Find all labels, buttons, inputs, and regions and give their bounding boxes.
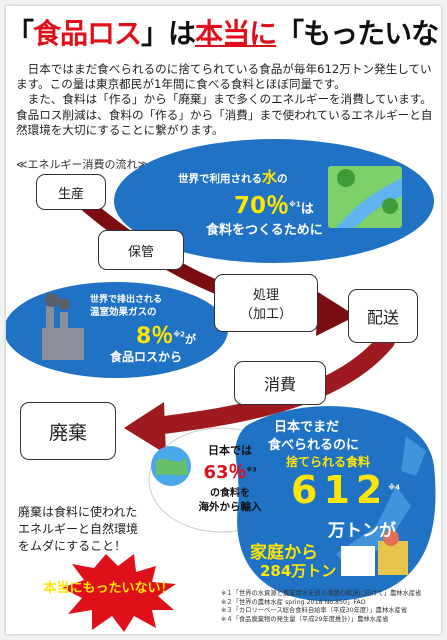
flyer-page: 「食品ロス」は本当に「もったいない」！ 日本ではまだ食べられるのに捨てられている… bbox=[6, 6, 441, 634]
waste-callout-line2: 食べられるのに bbox=[268, 438, 360, 453]
title-close-quote: 」 bbox=[141, 17, 169, 50]
globe-icon bbox=[151, 446, 191, 486]
waste-callout-line1: 日本でまだ bbox=[274, 420, 340, 435]
footnote-3: ※３「カロリーベース総合食料自給率（平成30年度）」農林水産省 bbox=[221, 607, 408, 615]
page-title: 「食品ロス」は本当に「もったいない」！ bbox=[6, 12, 441, 52]
waste-explanation-line2: エネルギーと自然環境 bbox=[18, 522, 139, 536]
intro-paragraph-1: 日本ではまだ食べられるのに捨てられている食品が毎年612万トン発生しています。こ… bbox=[16, 62, 432, 92]
title-really: 本当に bbox=[195, 17, 277, 50]
waste-callout-amount: 612※4 bbox=[291, 468, 401, 512]
gas-callout-line2: 温室効果ガスの bbox=[90, 307, 157, 318]
gas-callout-percent: 8％※2が bbox=[136, 324, 196, 349]
footnote-1: ※１「世界の水資源と農業用水を巡る課題の解決に向けて」農林水産省 bbox=[221, 590, 422, 597]
flow-section-label: ≪エネルギー消費の流れ≫ bbox=[16, 158, 150, 171]
river-path bbox=[336, 178, 402, 228]
title-wasteful: 「もったいない」！ bbox=[276, 17, 441, 50]
step-delivery-box: 配送 bbox=[348, 289, 418, 343]
starburst-shape bbox=[62, 554, 176, 632]
tree-2 bbox=[382, 198, 398, 214]
flow-arrow-lower-head bbox=[124, 402, 166, 454]
step-consumption-label: 消費 bbox=[263, 375, 296, 394]
step-processing-line2: （加工） bbox=[239, 307, 292, 322]
footnote-2: ※２「世界の農林水産 spring 2018 No.850」FAO bbox=[221, 598, 366, 606]
flow-arrow-upper-head bbox=[316, 292, 356, 336]
waste-callout-household-line2: 284万トン bbox=[260, 562, 337, 580]
gas-callout-line4: 食品ロスから bbox=[110, 350, 183, 364]
waste-callout-line3: 捨てられる食料 bbox=[286, 455, 371, 469]
garbage-pile-illustration bbox=[341, 530, 408, 576]
title-food-loss: 食品ロス bbox=[33, 17, 142, 50]
footnote-4: ※４「食品廃棄物の発生量（平成29年度推計）」農林水産省 bbox=[221, 615, 389, 623]
step-disposal-label: 廃棄 bbox=[48, 421, 87, 444]
intro-paragraph-2: また、食料は「作る」から「廃棄」まで多くのエネルギーを消費しています。食品ロス削… bbox=[16, 92, 433, 137]
title-particle: は bbox=[168, 17, 196, 50]
water-callout-percent: 70％※1は bbox=[234, 193, 314, 219]
step-production-label: 生産 bbox=[57, 186, 84, 202]
water-callout-line1: 世界で利用される水の bbox=[178, 168, 288, 186]
waste-explanation-line1: 廃棄は食料に使われた bbox=[18, 505, 138, 519]
step-processing-box: 処理 （加工） bbox=[214, 274, 318, 332]
intro-text: 日本ではまだ食べられるのに捨てられている食品が毎年612万トン発生しています。こ… bbox=[16, 62, 436, 138]
water-callout-line3: 食料をつくるために bbox=[206, 223, 323, 238]
step-delivery-label: 配送 bbox=[366, 308, 399, 327]
starburst-text: 本当にもったいない！ bbox=[43, 581, 174, 596]
footnotes: ※１「世界の水資源と農業用水を巡る課題の解決に向けて」農林水産省 ※２「世界の農… bbox=[221, 590, 421, 624]
factory-illustration bbox=[42, 293, 84, 360]
step-processing-line1: 処理 bbox=[252, 288, 279, 303]
import-callout-percent: 63％※3 bbox=[203, 462, 257, 483]
import-callout-line1: 日本では bbox=[208, 444, 252, 457]
waste-callout-household-line1: 家庭から bbox=[250, 543, 318, 563]
waste-callout-unit: 万トンが bbox=[328, 521, 396, 541]
step-consumption-box: 消費 bbox=[234, 361, 326, 405]
waste-explanation: 廃棄は食料に使われた エネルギーと自然環境 をムダにすること！ bbox=[18, 504, 138, 555]
step-storage-box: 保管 bbox=[98, 230, 184, 270]
tree-1 bbox=[337, 169, 355, 187]
title-open-quote: 「 bbox=[6, 17, 34, 50]
step-production-box: 生産 bbox=[36, 174, 106, 210]
import-callout-line2: の食料を bbox=[210, 488, 250, 499]
import-callout-line3: 海外から輸入 bbox=[198, 501, 262, 513]
gas-callout-line1: 世界で排出される bbox=[90, 295, 163, 305]
step-disposal-box: 廃棄 bbox=[20, 402, 116, 460]
waste-explanation-line3: をムダにすること！ bbox=[18, 539, 127, 553]
step-storage-label: 保管 bbox=[127, 244, 154, 260]
import-callout: 日本では 63％※3 の食料を 海外から輸入 bbox=[190, 442, 270, 514]
